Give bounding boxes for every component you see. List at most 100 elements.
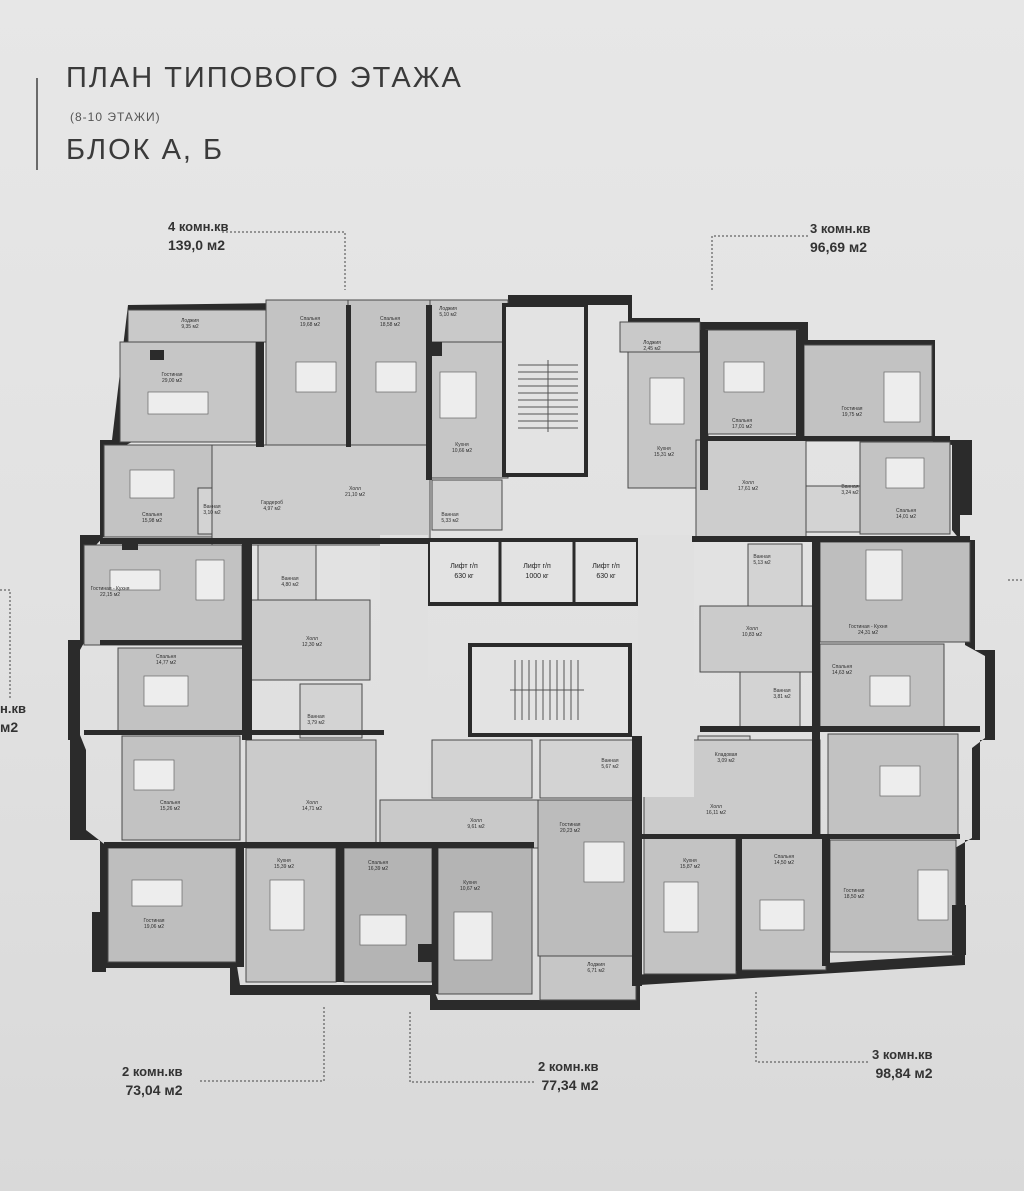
room-name: Спальня xyxy=(156,654,176,660)
lift-name: Лифт г/п xyxy=(523,563,551,570)
room-area: 5,33 м2 xyxy=(441,518,459,524)
room-name: Лоджия xyxy=(181,318,199,324)
room-area: 16,39 м2 xyxy=(368,866,388,872)
room-area: 15,87 м2 xyxy=(680,864,700,870)
lift-name: Лифт г/п xyxy=(450,563,478,570)
room-area: 14,63 м2 xyxy=(832,670,852,676)
room-hall xyxy=(245,739,377,847)
room-name: Гостиная xyxy=(560,822,581,828)
room-name: Ванная xyxy=(203,504,220,510)
room-name: Гостиная - Кухня xyxy=(91,586,130,592)
room-area: 19,75 м2 xyxy=(842,412,862,418)
block-title: БЛОК А, Б xyxy=(66,134,225,166)
room-name: Холл xyxy=(349,486,361,492)
room-area: 15,98 м2 xyxy=(142,518,162,524)
room-name: Лоджия xyxy=(643,340,661,346)
room-bathroom xyxy=(431,739,533,799)
room-area: 15,26 м2 xyxy=(160,806,180,812)
room-area: 21,10 м2 xyxy=(345,492,365,498)
room-bathroom xyxy=(739,671,801,729)
room-name: Ванная xyxy=(841,484,858,490)
room-bathroom xyxy=(431,479,503,531)
room-name: Ванная xyxy=(753,554,770,560)
room-area: 12,30 м2 xyxy=(302,642,322,648)
room-name: Гостиная xyxy=(162,372,183,378)
room-name: Холл xyxy=(306,800,318,806)
room-area: 5,67 м2 xyxy=(601,764,619,770)
leader-line-3room-top xyxy=(711,235,808,292)
room-area: 10,67 м2 xyxy=(460,886,480,892)
room-area: 5,10 м2 xyxy=(439,312,457,318)
room-area: 14,77 м2 xyxy=(156,660,176,666)
room-area: 17,61 м2 xyxy=(738,486,758,492)
floors-subtitle: (8-10 ЭТАЖИ) xyxy=(70,110,161,124)
room-name: Кухня xyxy=(463,880,477,886)
lift-load: 1000 кг xyxy=(525,573,549,580)
room-name: Холл xyxy=(470,818,482,824)
room-bathroom xyxy=(805,485,863,533)
room-area: 4,80 м2 xyxy=(281,582,299,588)
room-name: Спальня xyxy=(832,664,852,670)
room-name: Спальня xyxy=(300,316,320,322)
room-name: Холл xyxy=(710,804,722,810)
room-name: Спальня xyxy=(368,860,388,866)
room-area: 19,68 м2 xyxy=(300,322,320,328)
room-area: 4,97 м2 xyxy=(263,506,281,512)
room-area: 24,31 м2 xyxy=(858,630,878,636)
apartment-type: 4 комн.кв xyxy=(168,219,229,234)
room-bathroom xyxy=(257,544,317,606)
room-bathroom xyxy=(747,543,803,607)
room-area: 14,50 м2 xyxy=(774,860,794,866)
room-name: Ванная xyxy=(307,714,324,720)
leader-line-4room xyxy=(222,231,346,290)
room-name: Холл xyxy=(742,480,754,486)
room-name: Лоджия xyxy=(587,962,605,968)
room-area: 10,83 м2 xyxy=(742,632,762,638)
apartment-label-2room-center: 2 комн.кв 77,34 м2 xyxy=(538,1058,599,1094)
room-area: 5,13 м2 xyxy=(753,560,771,566)
room-name: Гостиная xyxy=(844,888,865,894)
room-name: Лоджия xyxy=(439,306,457,312)
room-area: 3,24 м2 xyxy=(841,490,859,496)
room-area: 18,58 м2 xyxy=(380,322,400,328)
page-title: ПЛАН ТИПОВОГО ЭТАЖА xyxy=(66,62,463,94)
room-name: Спальня xyxy=(142,512,162,518)
room-name: Ванная xyxy=(773,688,790,694)
apartment-label-3room-bottom: 3 комн.кв 98,84 м2 xyxy=(872,1046,933,1082)
room-name: Спальня xyxy=(160,800,180,806)
interior-walls xyxy=(84,305,980,994)
apartment-type: н.кв xyxy=(0,701,26,716)
room-loggia xyxy=(429,299,509,343)
room-area: 22,15 м2 xyxy=(100,592,120,598)
room-area: 17,01 м2 xyxy=(732,424,752,430)
room-area: 14,71 м2 xyxy=(302,806,322,812)
apartment-label-left-cut: н.кв м2 xyxy=(0,700,26,736)
apartment-area: 139,0 м2 xyxy=(168,237,226,253)
room-loggia xyxy=(539,955,637,1001)
corridor-left xyxy=(380,535,428,797)
stair-flight-bottom xyxy=(510,660,584,720)
room-area: 16,11 м2 xyxy=(706,810,726,816)
room-name: Ванная xyxy=(441,512,458,518)
room-area: 14,01 м2 xyxy=(896,514,916,520)
room-area: 19,06 м2 xyxy=(144,924,164,930)
room-area: 9,35 м2 xyxy=(181,324,199,330)
room-area: 15,39 м2 xyxy=(274,864,294,870)
room-name: Кладовая xyxy=(715,752,738,758)
apartment-type: 2 комн.кв xyxy=(538,1059,599,1074)
apartment-label-4room: 4 комн.кв 139,0 м2 xyxy=(168,218,229,254)
room-area: 9,61 м2 xyxy=(467,824,485,830)
leader-line-left xyxy=(0,589,11,700)
apartment-area: 98,84 м2 xyxy=(875,1065,933,1081)
room-hall xyxy=(695,439,807,541)
apartment-area: 73,04 м2 xyxy=(125,1082,183,1098)
room-name: Гостиная - Кухня xyxy=(849,624,888,630)
room-loggia xyxy=(619,321,701,353)
room-bathroom xyxy=(299,683,363,739)
room-name: Спальня xyxy=(380,316,400,322)
room-name: Гостиная xyxy=(144,918,165,924)
lift-load: 630 кг xyxy=(454,573,474,580)
room-name: Холл xyxy=(746,626,758,632)
room-name: Кухня xyxy=(683,858,697,864)
lift-load: 630 кг xyxy=(596,573,616,580)
